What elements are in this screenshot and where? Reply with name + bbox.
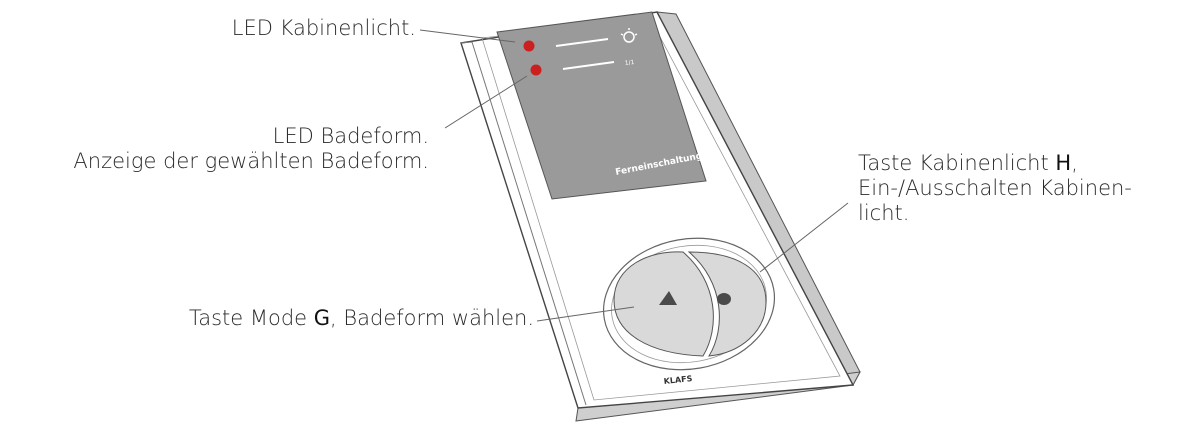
device-left-rail — [460, 41, 587, 406]
leader-key-mode — [536, 306, 635, 322]
callout-key-mode-pre: Taste Mode — [188, 306, 314, 330]
callout-led-bath-mode: LED Badeform. Anzeige der gewählten Bade… — [73, 124, 429, 174]
triangle-icon — [659, 291, 677, 305]
brand-logo: KLAFS — [663, 374, 693, 386]
display-panel — [496, 11, 707, 200]
callout-key-mode-post: , Badeform wählen. — [330, 306, 534, 330]
led-cabin-light-bar — [555, 38, 609, 47]
callout-led-bath-mode-line1: LED Badeform. — [272, 124, 429, 148]
callout-key-cabin-light-line2: Ein-/Ausschalten Kabinen- — [858, 176, 1132, 200]
callout-key-mode: Taste Mode G, Badeform wählen. — [189, 306, 534, 331]
callout-key-cabin-light: Taste Kabinenlicht H, Ein-/Ausschalten K… — [858, 151, 1132, 226]
led-bath-mode-bar — [562, 61, 615, 70]
leader-led-cabin-light — [419, 29, 516, 43]
cabin-light-symbol-icon — [620, 28, 638, 43]
circle-icon — [717, 293, 731, 305]
callout-led-cabin-light: LED Kabinenlicht. — [232, 16, 416, 41]
display-row2-label: 1/1 — [624, 59, 635, 67]
callout-key-cabin-light-key: H — [1055, 151, 1072, 175]
callout-led-bath-mode-line2: Anzeige der gewählten Badeform. — [73, 149, 429, 173]
callout-key-cabin-light-pre: Taste Kabinenlicht — [858, 151, 1056, 175]
callout-key-cabin-light-post: , — [1071, 151, 1078, 175]
leader-key-cabin-light — [759, 202, 849, 273]
callout-key-cabin-light-line3: licht. — [858, 201, 910, 225]
leader-led-bath-mode — [444, 75, 528, 129]
led-bath-mode — [530, 64, 542, 76]
callout-led-cabin-light-text: LED Kabinenlicht. — [231, 16, 416, 40]
callout-key-cabin-light-line1: Taste Kabinenlicht H, — [858, 151, 1132, 176]
led-cabin-light — [523, 40, 535, 52]
callout-key-mode-key: G — [313, 306, 331, 330]
